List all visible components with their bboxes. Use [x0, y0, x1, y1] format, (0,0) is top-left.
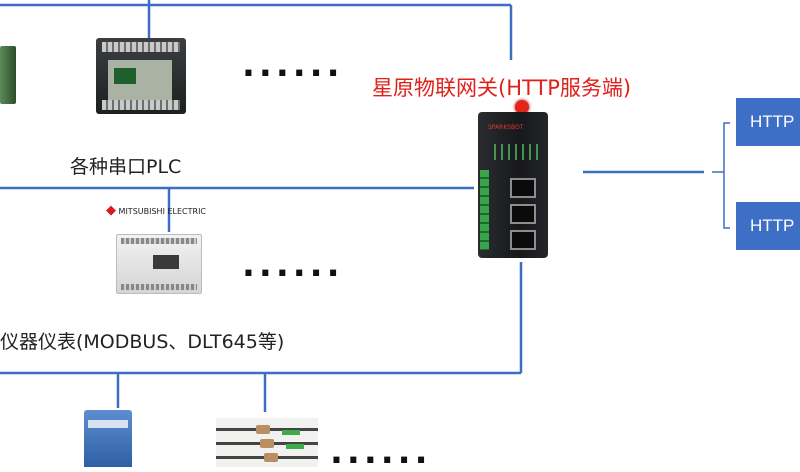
gateway-terminal-block: [480, 170, 489, 250]
http-client-box: HTTP: [736, 202, 800, 250]
gateway-status-leds: [494, 144, 538, 160]
ethernet-port-icon: [510, 178, 536, 198]
meter-plc-image: [116, 234, 202, 294]
serial-plc-image: [96, 38, 186, 114]
meter-ellipsis: ......: [242, 245, 344, 285]
serial-plc-label: 各种串口PLC: [70, 156, 182, 178]
sensor-image: [216, 418, 318, 467]
gateway-brand: SPARKSBOT: [488, 124, 524, 131]
mitsubishi-logo: ◆ MITSUBISHI ELECTRIC: [106, 203, 207, 218]
http-bracket: [723, 122, 730, 229]
gateway-title: 星原物联网关(HTTP服务端): [372, 76, 632, 100]
modbus-module-image: [84, 410, 132, 467]
meter-label: 仪器仪表(MODBUS、DLT645等): [0, 331, 285, 353]
left-device-image: [0, 46, 16, 104]
sensor-ellipsis: ......: [330, 432, 432, 472]
gateway-power-led: [515, 100, 529, 114]
ethernet-port-icon: [510, 204, 536, 224]
serial-plc-ellipsis: ......: [242, 45, 344, 85]
http-client-box: HTTP: [736, 98, 800, 146]
ethernet-port-icon: [510, 230, 536, 250]
